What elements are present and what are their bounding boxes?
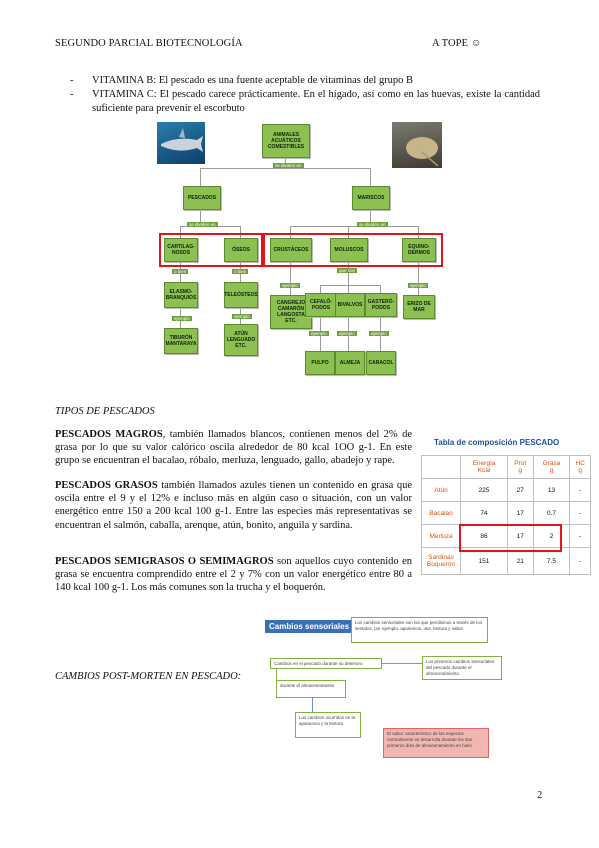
tree-erizo: ERIZO DE MAR [403, 295, 435, 319]
tree-gasteropodos: GASTERÓ-PODOS [365, 293, 397, 317]
tree-bivalvos: BIVALVOS [335, 293, 365, 317]
header-right: A TOPE ☺ [432, 38, 482, 49]
tree-label-div3: se dividen en [357, 222, 388, 227]
paragraph-magros: PESCADOS MAGROS, también llamados blanco… [55, 429, 412, 467]
tree-caracol: CARACOL [366, 351, 396, 375]
tree-label-ejemplo1: ejemplo [280, 283, 300, 288]
cambios-sensoriales-title: Cambios sensoriales [265, 620, 354, 633]
table-title: Tabla de composición PESCADO [434, 438, 560, 447]
bullet-vitamina-c: - VITAMINA C: El pescado carece práctica… [70, 89, 540, 114]
tree-label-abien1: o bien [172, 269, 189, 274]
tree-pescados: PESCADOS [183, 186, 221, 210]
tree-equinodermos: EQUINO-DERMOS [402, 238, 436, 262]
highlight-merluza [459, 524, 562, 552]
tree-label-ejemplo5: ejemplo [309, 331, 329, 336]
bullet-vitamina-b: - VITAMINA B: El pescado es una fuente a… [70, 75, 414, 86]
tree-label-div1: se dividen en [273, 163, 304, 168]
section-title-cambios: CAMBIOS POST-MORTEN EN PESCADO: [55, 671, 242, 682]
header-left: SEGUNDO PARCIAL BIOTECNOLOGÍA [55, 38, 243, 49]
tree-label-div2: se dividen en [187, 222, 218, 227]
tree-cartilaginosos: CARTILAG-NOSOS [164, 238, 198, 262]
ray-photo [392, 122, 442, 168]
cambios-box-5: Los cambios ocurridos en la apariencia y… [295, 712, 361, 738]
tree-label-abien2: o bien [232, 269, 249, 274]
paragraph-grasos: PESCADOS GRASOS también llamados azules … [55, 480, 412, 531]
tree-mariscos: MARISCOS [352, 186, 390, 210]
tree-teleosteos: TELEÓSTEOS [224, 282, 258, 308]
cambios-box-1: Los cambios sensoriales son los que perc… [351, 617, 488, 643]
tree-label-ejemplo6: ejemplo [337, 331, 357, 336]
tree-atun: ATÚN LENGUADO ETC. [224, 324, 258, 356]
tree-elasmobranquios: ELASMO-BRANQUIOS [164, 282, 198, 308]
tree-label-ejemplo3: ejemplo [172, 316, 192, 321]
paragraph-semigrasos: PESCADOS SEMIGRASOS O SEMIMAGROS son aqu… [55, 556, 412, 594]
tree-label-ejemplo4: ejemplo [232, 314, 252, 319]
highlight-pescados [159, 233, 263, 267]
tree-tiburon: TIBURÓN MANTARAYA [164, 328, 198, 354]
shark-photo [157, 122, 205, 164]
tree-pulpo: PULPO [305, 351, 335, 375]
cambios-pink-box: El sabor característico de las especies … [383, 728, 489, 758]
tree-crustaceos: CRUSTÁCEOS [270, 238, 312, 262]
tree-root: ANIMALES ACUÁTICOS COMESTIBLES [262, 124, 310, 158]
table-row: Atún 225 27 13 - [421, 478, 591, 502]
cambios-box-4: durante el almacenamiento [276, 680, 346, 698]
tree-oseos: ÓSEOS [224, 238, 258, 262]
cambios-box-3: Los primeros cambios sensoriales del pes… [422, 656, 502, 680]
tree-label-ejemplo7: ejemplo [369, 331, 389, 336]
tree-label-ejemplo2: ejemplo [408, 283, 428, 288]
table-row: Sardinas Boquerón 151 21 7.5 - [421, 547, 591, 575]
tree-moluscos: MOLUSCOS [330, 238, 368, 262]
tree-label-queson: que son [337, 268, 358, 273]
page-number: 2 [537, 790, 543, 801]
highlight-mariscos [263, 233, 443, 267]
tree-cefalopodos: CEFALÓ-PODOS [305, 293, 337, 317]
tree-almeja: ALMEJA [335, 351, 365, 375]
classification-tree: ANIMALES ACUÁTICOS COMESTIBLES se divide… [155, 118, 445, 380]
section-title-tipos: TIPOS DE PESCADOS [55, 406, 155, 417]
table-row: Bacalao 74 17 0.7 - [421, 501, 591, 525]
cambios-box-2: Cambios en el pescado durante su deterio… [270, 658, 382, 669]
